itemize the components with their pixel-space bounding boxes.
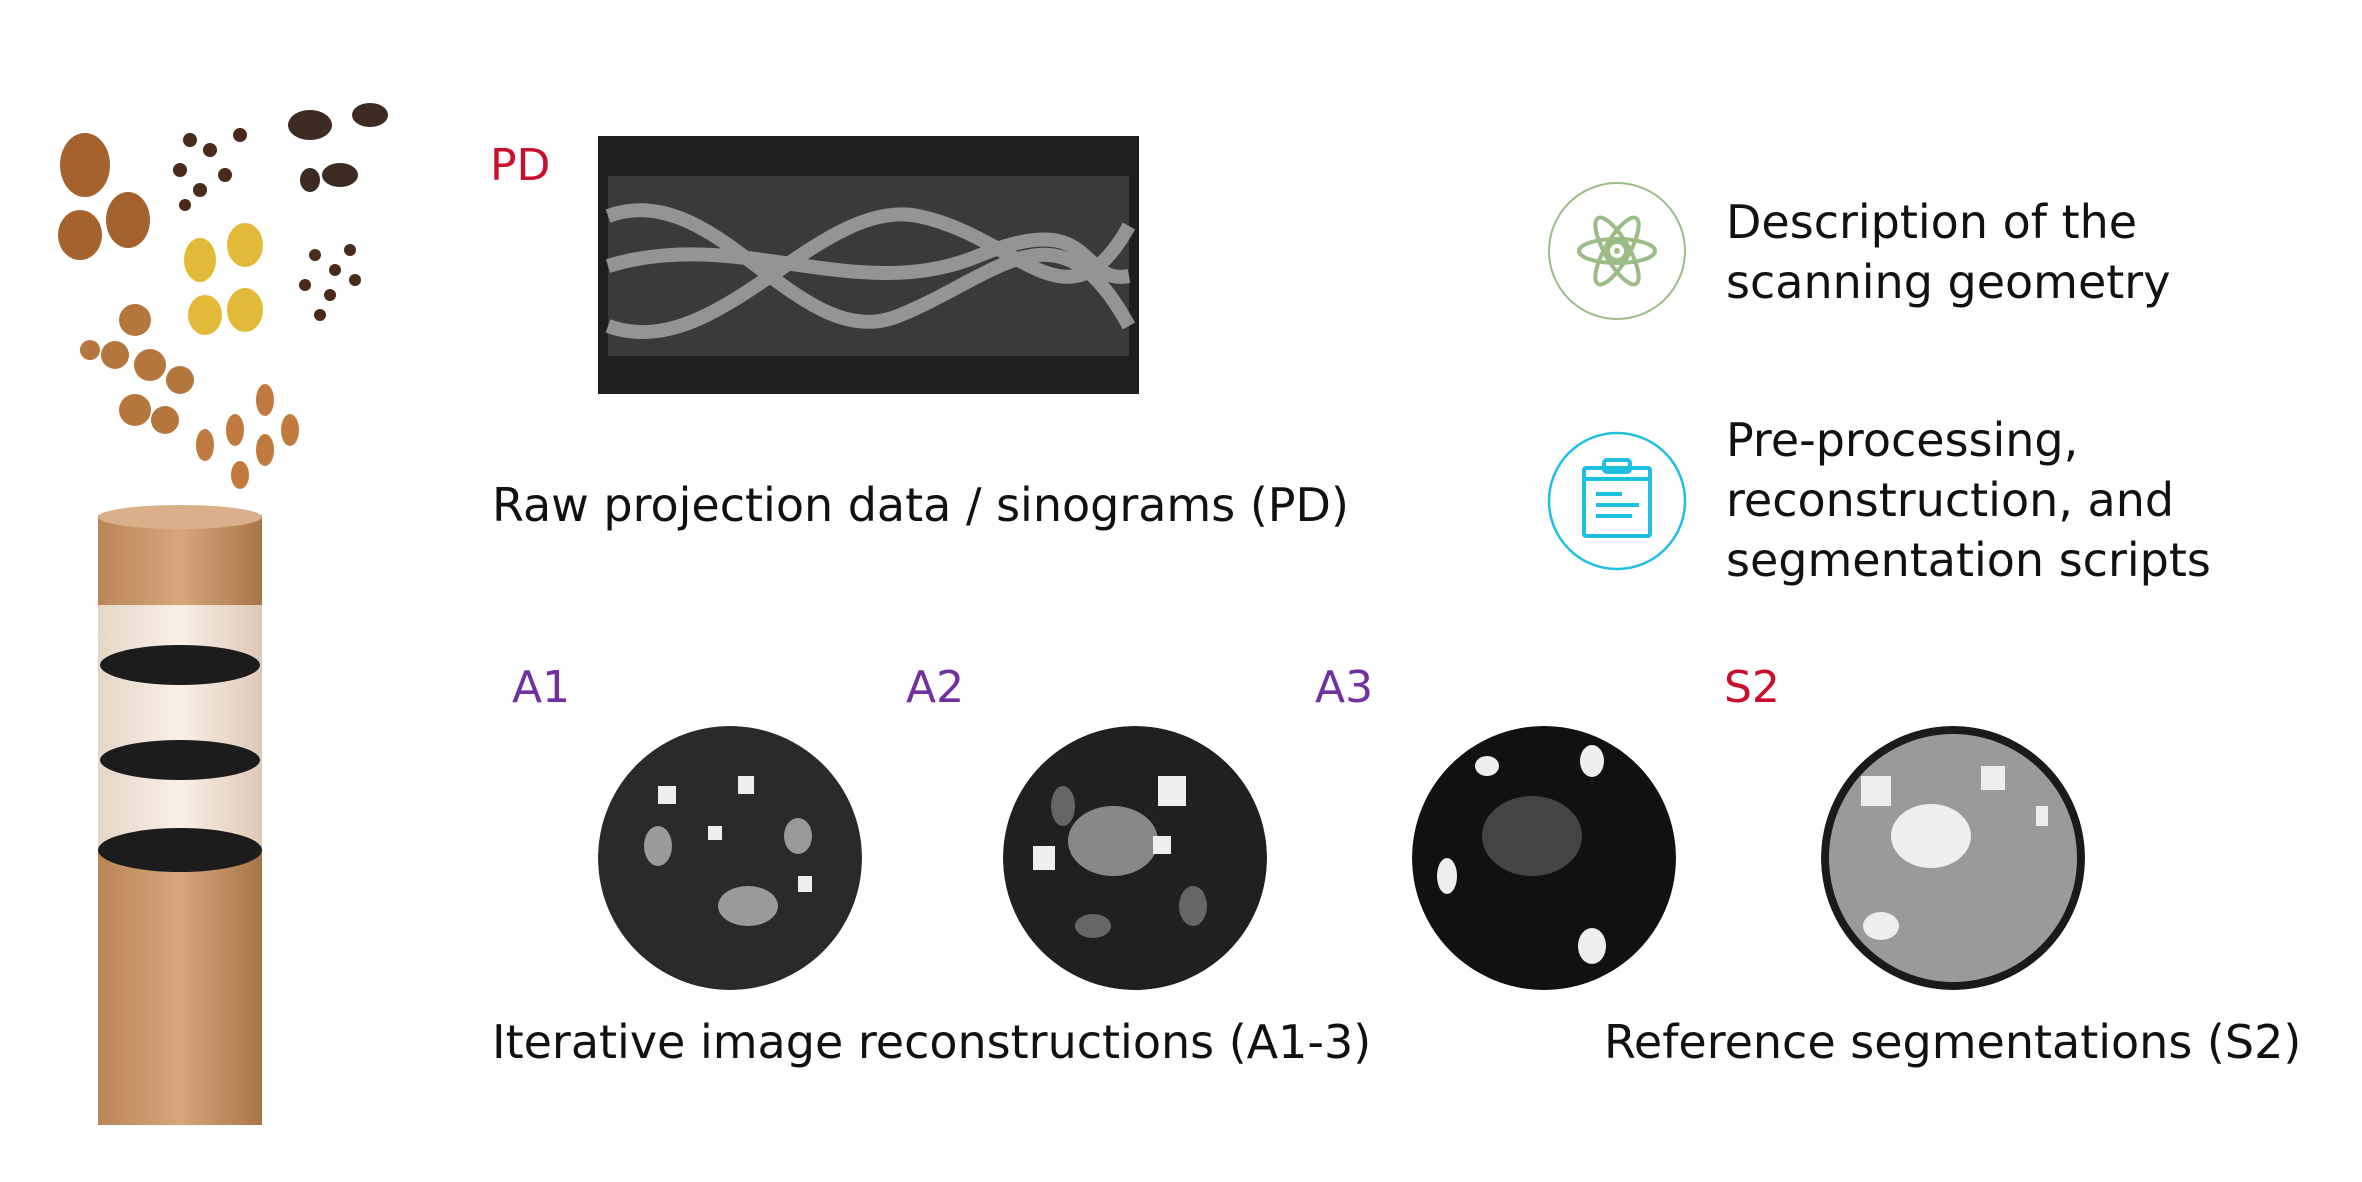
caption-reference-segmentations: Reference segmentations (S2) — [1604, 1015, 2302, 1069]
sample-tube-image — [98, 505, 262, 1125]
label-s2: S2 — [1724, 662, 1780, 713]
atom-icon — [1548, 182, 1686, 320]
reconstruction-a3-image — [1412, 726, 1676, 990]
scripts-line-2: reconstruction, and — [1726, 473, 2175, 527]
dried-fruits-nuts-image — [58, 103, 388, 489]
geometry-description: Description of the scanning geometry — [1726, 192, 2170, 312]
caption-raw-projection: Raw projection data / sinograms (PD) — [492, 478, 1349, 532]
label-a2: A2 — [906, 662, 965, 713]
label-a3: A3 — [1315, 662, 1374, 713]
reconstruction-a2-image — [1003, 726, 1267, 990]
sinogram-image — [598, 136, 1139, 394]
caption-iterative-reconstructions: Iterative image reconstructions (A1-3) — [492, 1015, 1372, 1069]
scripts-line-1: Pre-processing, — [1726, 413, 2079, 467]
segmentation-s2-image — [1821, 726, 2085, 990]
scripts-line-3: segmentation scripts — [1726, 533, 2211, 587]
label-pd: PD — [490, 140, 551, 191]
label-a1: A1 — [512, 662, 571, 713]
scripts-description: Pre-processing, reconstruction, and segm… — [1726, 410, 2211, 590]
reconstruction-a1-image — [598, 726, 862, 990]
clipboard-icon — [1547, 431, 1687, 571]
geometry-line-1: Description of the — [1726, 195, 2138, 249]
geometry-line-2: scanning geometry — [1726, 255, 2171, 309]
